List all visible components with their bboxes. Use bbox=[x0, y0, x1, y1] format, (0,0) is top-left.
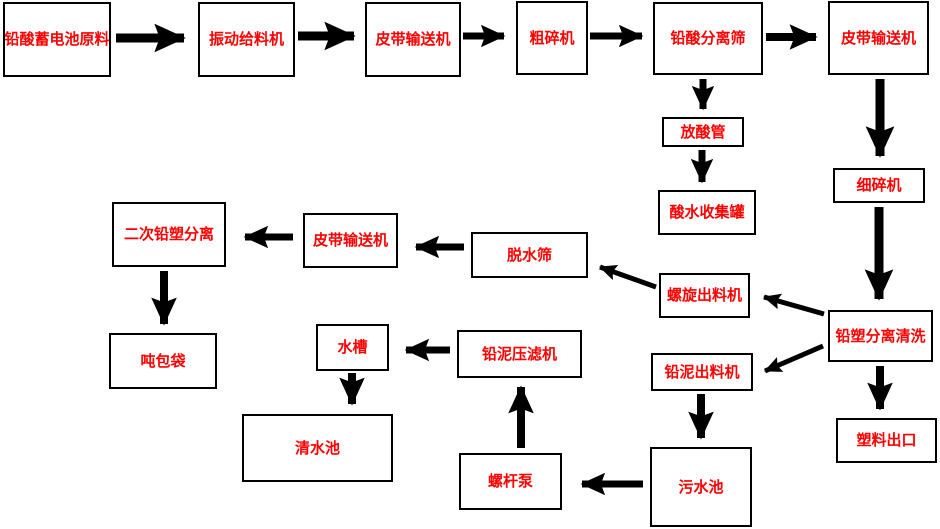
arrow-separation-cleaning-to-screw-discharger bbox=[763, 293, 825, 317]
node-dewatering-screen: 脱水筛 bbox=[471, 232, 588, 278]
node-fine-crusher: 细碎机 bbox=[833, 168, 925, 203]
arrow-screw-discharger-to-dewatering-screen bbox=[599, 264, 657, 290]
node-coarse-crusher: 粗碎机 bbox=[516, 1, 588, 75]
arrow-separation-cleaning-to-lead-mud-discharger bbox=[764, 343, 824, 374]
node-screw-discharger: 螺旋出料机 bbox=[659, 273, 750, 318]
node-plastic-outlet: 塑料出口 bbox=[836, 418, 937, 463]
node-belt-conveyor-1: 皮带输送机 bbox=[365, 2, 461, 77]
node-belt-conveyor-2: 皮带输送机 bbox=[828, 1, 929, 75]
node-water-tank: 水槽 bbox=[316, 324, 389, 371]
node-lead-plastic-separation-cleaning: 铅塑分离清洗 bbox=[828, 310, 933, 362]
node-clean-water-pool: 清水池 bbox=[242, 414, 393, 482]
node-secondary-lead-plastic-separation: 二次铅塑分离 bbox=[112, 202, 226, 267]
node-belt-conveyor-3: 皮带输送机 bbox=[303, 213, 398, 268]
node-lead-acid-separation-screen: 铅酸分离筛 bbox=[653, 2, 763, 75]
node-sewage-pool: 污水池 bbox=[650, 447, 752, 527]
node-acid-water-collection-tank: 酸水收集罐 bbox=[658, 190, 756, 235]
node-lead-mud-filter-press: 铅泥压滤机 bbox=[457, 330, 582, 378]
node-lead-acid-battery-raw-material: 铅酸蓄电池原料 bbox=[3, 2, 111, 77]
node-acid-discharge-pipe: 放酸管 bbox=[662, 117, 744, 147]
node-ton-bag: 吨包袋 bbox=[109, 333, 217, 389]
node-vibrating-feeder: 振动给料机 bbox=[198, 2, 295, 77]
node-screw-pump: 螺杆泵 bbox=[459, 453, 562, 510]
node-lead-mud-discharger: 铅泥出料机 bbox=[651, 353, 753, 391]
